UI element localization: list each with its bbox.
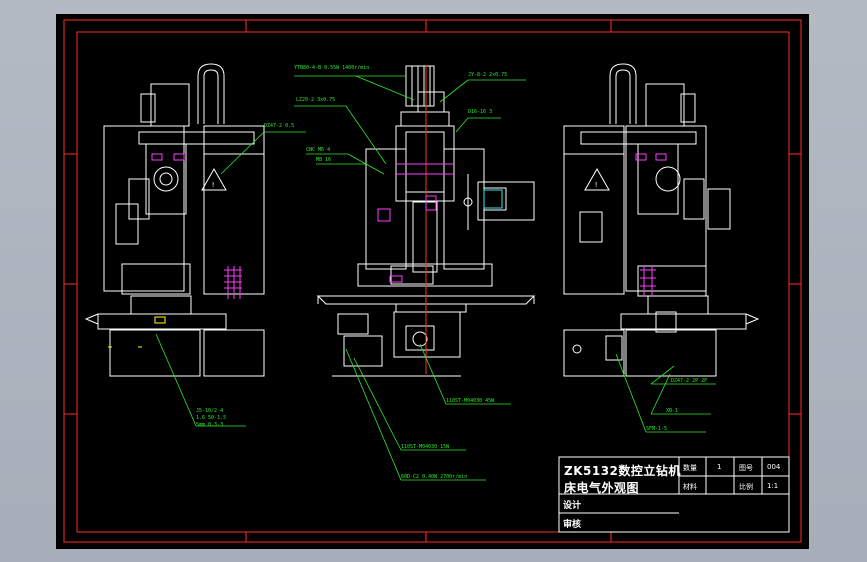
inner-frame [76, 31, 790, 533]
callout-sfm: SFM-1-5 [646, 426, 668, 432]
callout-j5: J5-10/2 4 [196, 408, 224, 414]
right-view-accents [635, 153, 667, 296]
left-view-machine: ! [84, 63, 265, 377]
cad-drawing: ! [63, 19, 802, 543]
drawing-sheet: ! [56, 14, 809, 549]
callout-cable: LZ20-2 3x0.75 [296, 97, 336, 103]
callout-m8: M8 16 [316, 157, 332, 163]
callout-spec: 1.6 50-1.5 [196, 415, 227, 421]
material-label: 材料 [683, 483, 697, 491]
callout-jy: JY-8-2 2x0.75 [468, 72, 508, 78]
left-view-accents [151, 153, 242, 299]
svg-text:!: ! [211, 181, 215, 189]
callout-60d: 60D-C2 0.40W 2700r/min [401, 474, 468, 480]
title-line1: ZK5132数控立钻机 [564, 464, 681, 478]
callout-d16: D16-16 3 [468, 109, 493, 115]
callout-servo-15w: 110ST-M04030 15W [401, 444, 450, 450]
scale-value: 1:1 [767, 482, 779, 490]
qty-value: 1 [717, 463, 722, 471]
qty-label: 数量 [683, 464, 697, 472]
leader-lines [155, 75, 716, 481]
callout-servo-45w: 110ST-M04030 45W [446, 398, 495, 404]
right-view-machine: ! [563, 63, 760, 377]
callout-cnc: CNC M6 4 [306, 147, 331, 153]
scale-label: 比例 [739, 483, 753, 491]
callout-dz47: DZ47-2 0.5 [264, 123, 295, 129]
review-label: 审核 [563, 520, 582, 530]
title-block [558, 456, 790, 533]
figno-label: 图号 [739, 464, 753, 472]
design-label: 设计 [563, 501, 582, 511]
callout-spec2: 5mm 0.3-3 [196, 422, 224, 428]
callout-dz47-2p: DZ47-2 2P 2P [671, 378, 708, 384]
figno-value: 004 [767, 463, 781, 471]
callout-motor: YTB80-4-B 0.55W 1400r/min [294, 65, 370, 71]
svg-text:!: ! [594, 181, 598, 189]
title-line2: 床电气外观图 [564, 481, 640, 495]
outer-frame [63, 19, 802, 543]
center-view-accents [377, 66, 503, 374]
callout-xb: XB-1 [666, 408, 679, 414]
